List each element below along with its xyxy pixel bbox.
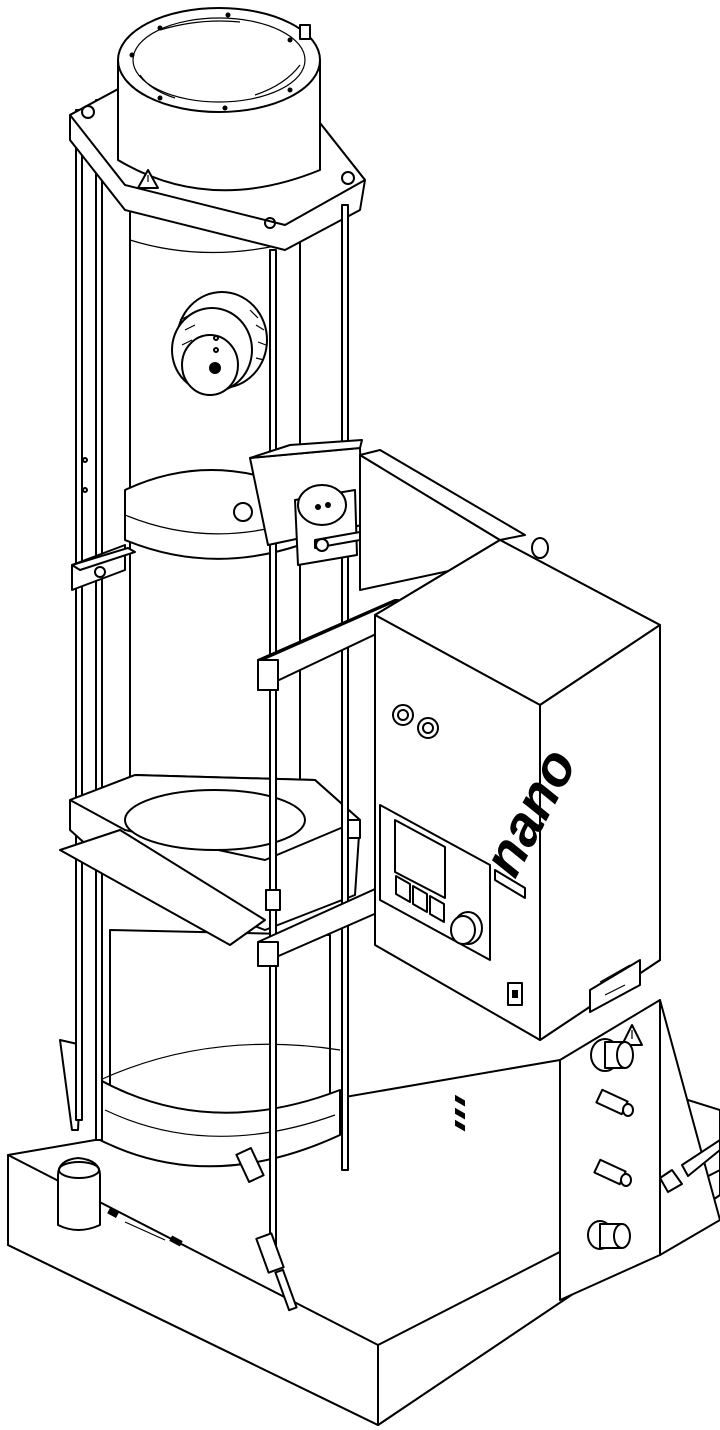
collar-plate	[59, 774, 361, 946]
valve-knob	[171, 291, 268, 396]
side-hose	[659, 1139, 720, 1193]
warning-triangle-icon	[621, 1024, 643, 1046]
outlet-port-top[interactable]	[590, 1038, 634, 1072]
panel-indicators	[455, 1094, 465, 1132]
bottom-valve[interactable]	[235, 1147, 298, 1312]
front-clamps	[257, 599, 399, 967]
coupling-1[interactable]	[595, 1088, 634, 1117]
brand-badge	[494, 869, 526, 899]
motor-cap	[117, 7, 321, 192]
left-clamp	[71, 544, 136, 591]
peristaltic-pump	[233, 439, 396, 566]
display-screen	[394, 819, 446, 899]
base-engraving	[107, 1208, 183, 1247]
lower-cabinet	[559, 959, 720, 1301]
panel-keys[interactable]	[395, 875, 445, 923]
label-icon	[589, 959, 641, 1013]
coupling-2[interactable]	[593, 1158, 632, 1187]
lower-cylinder	[99, 929, 341, 1168]
drain-port[interactable]	[587, 1220, 631, 1250]
back-cabinet	[359, 449, 549, 591]
warning-triangle-icon	[137, 169, 159, 189]
left-rods	[75, 99, 103, 1141]
control-cabinet	[374, 539, 661, 1041]
